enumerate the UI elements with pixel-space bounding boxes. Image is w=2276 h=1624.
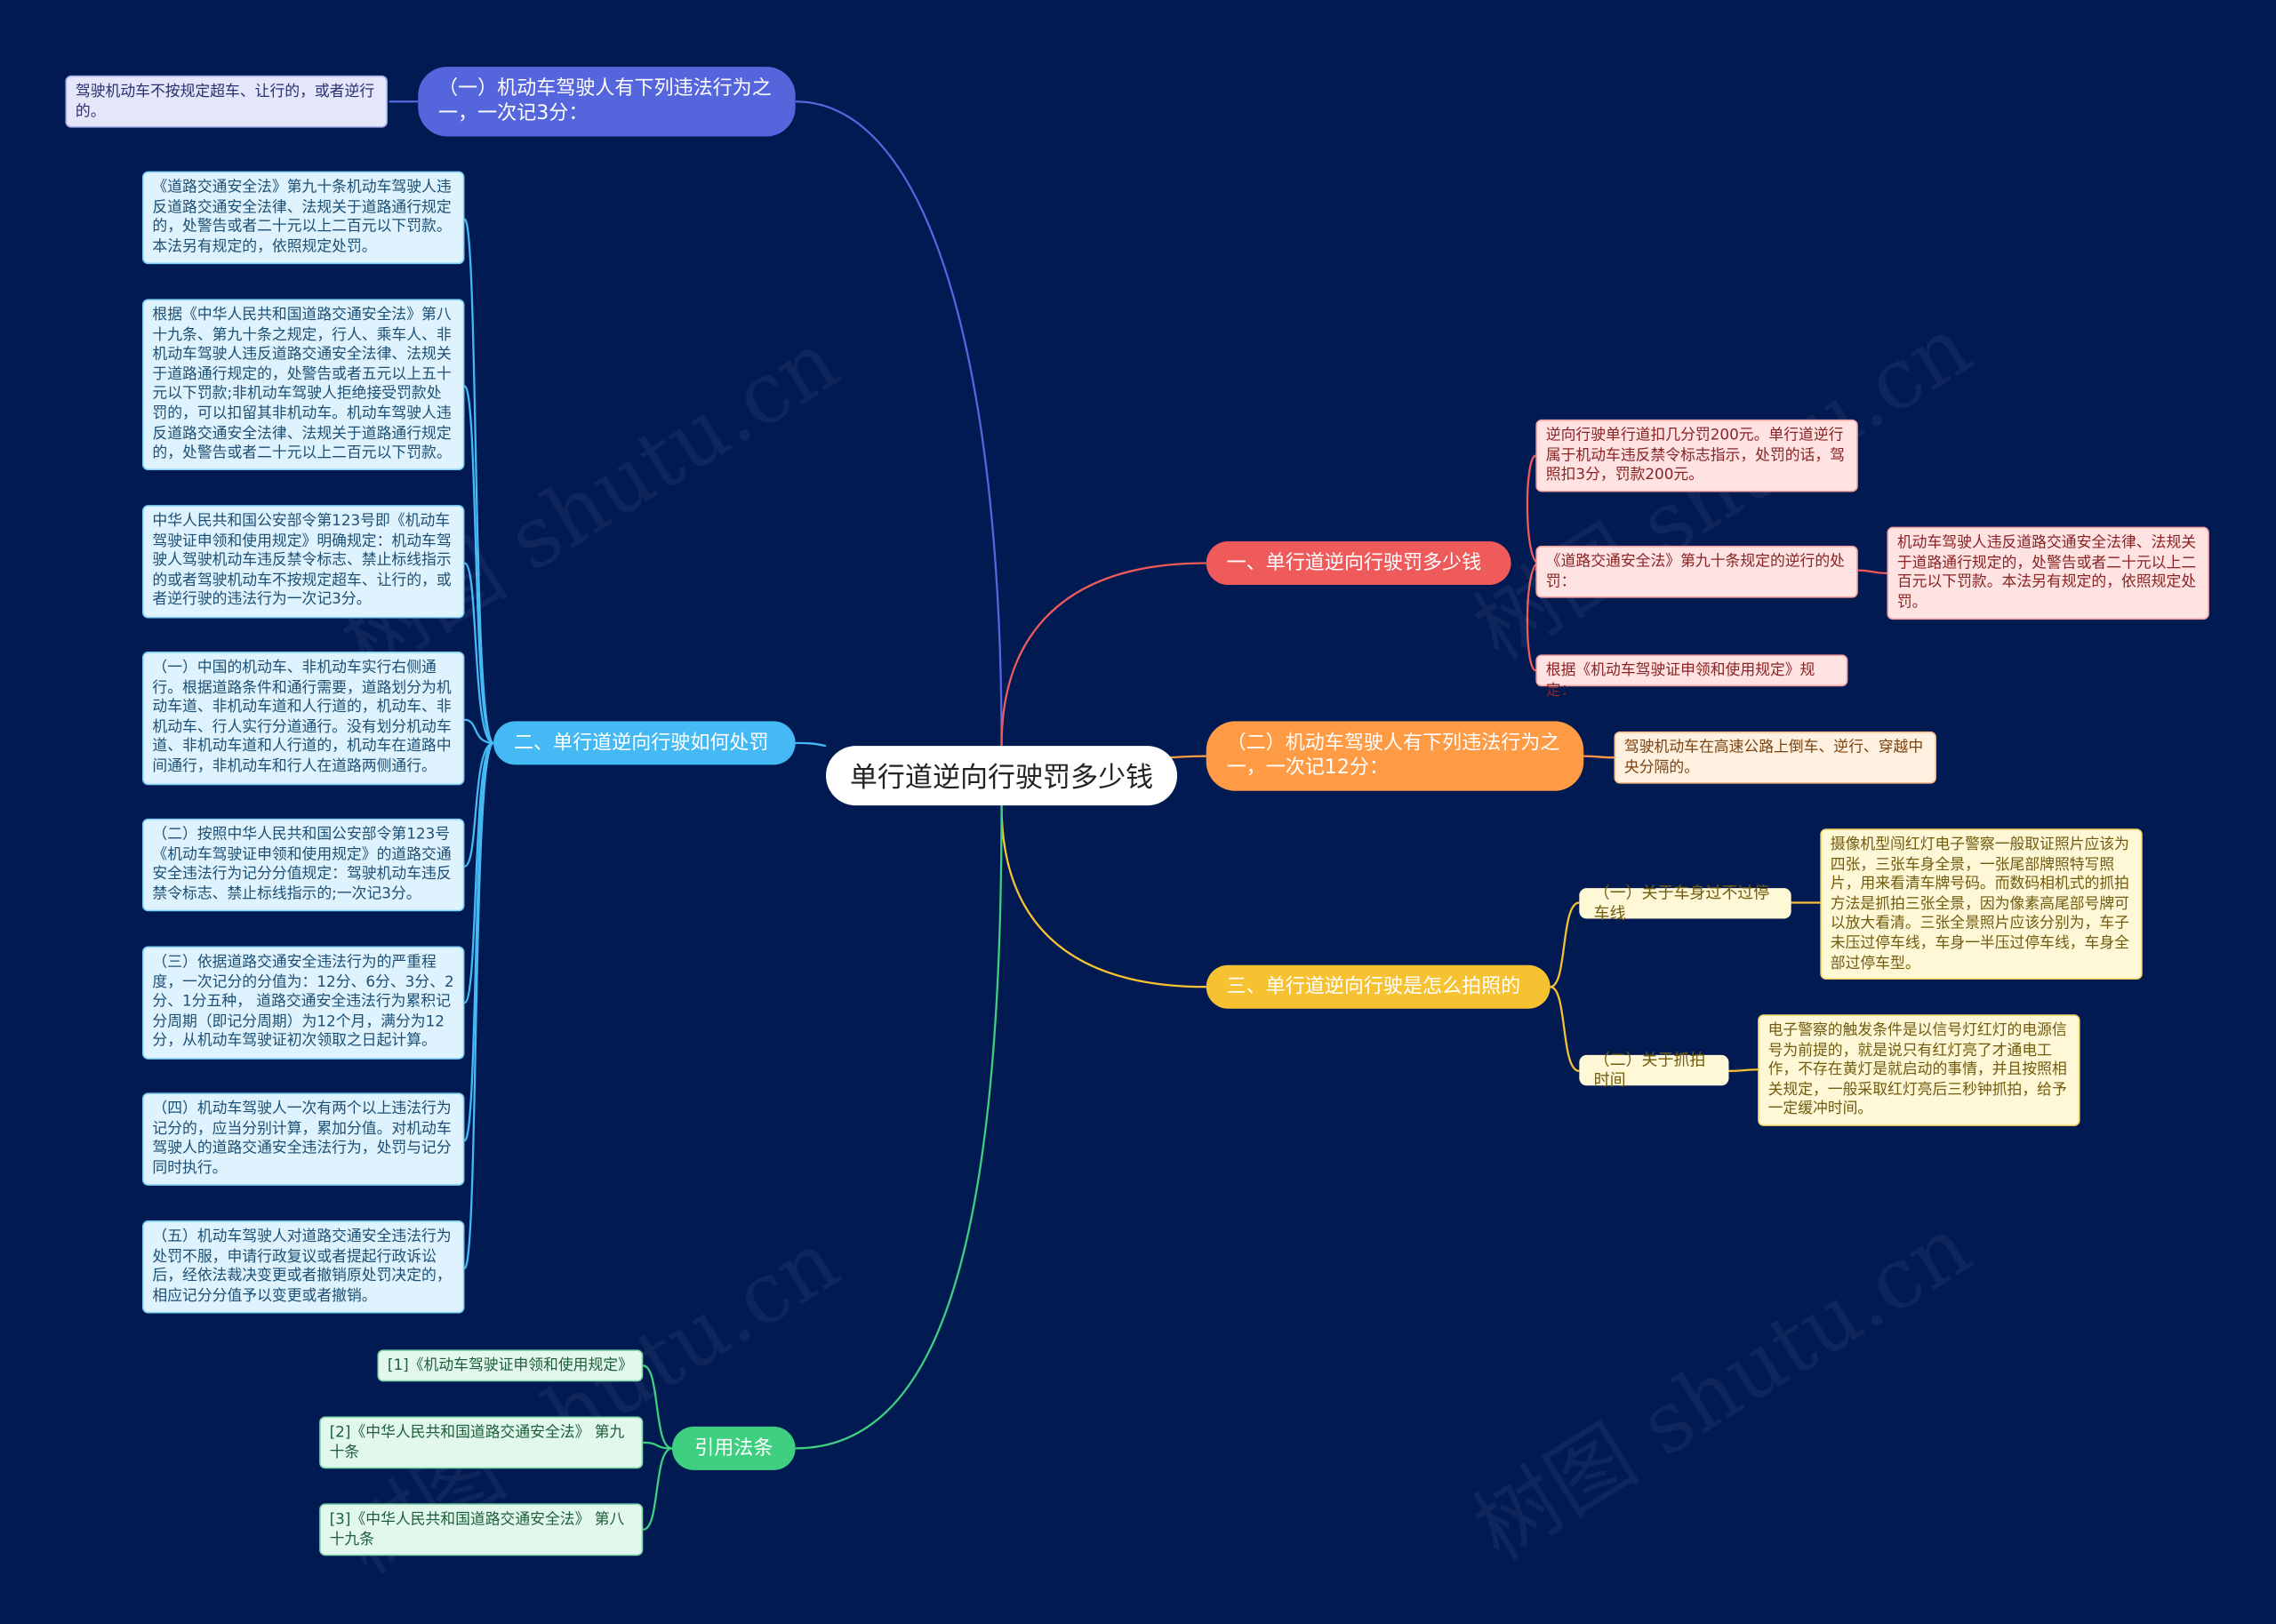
green-leaf-1[interactable]: [1]《机动车驾驶证申领和使用规定》 [377, 1349, 644, 1382]
root-topic[interactable]: 单行道逆向行驶罚多少钱 [825, 746, 1178, 806]
blue-leaf-2[interactable]: 根据《中华人民共和国道路交通安全法》第八十九条、第九十条之规定，行人、乘车人、非… [141, 299, 465, 470]
blue-leaf-7[interactable]: （四）机动车驾驶人一次有两个以上违法行为记分的，应当分别计算，累加分值。对机动车… [141, 1092, 465, 1186]
branch-cited-laws[interactable]: 引用法条 [671, 1426, 796, 1470]
connector-blue-l4 [464, 718, 494, 745]
branch-fine-amount[interactable]: 一、单行道逆向行驶罚多少钱 [1206, 540, 1511, 585]
connector-orange-leaf [1583, 755, 1615, 759]
blue-leaf-3[interactable]: 中华人民共和国公安部令第123号即《机动车驾驶证申领和使用规定》明确规定：机动车… [141, 505, 465, 619]
connector-root-lav [795, 100, 1003, 747]
sub-capture-time[interactable]: （二）关于抓拍时间 [1579, 1050, 1729, 1089]
blue-leaf-8[interactable]: （五）机动车驾驶人对道路交通安全违法行为处罚不服，申请行政复议或者提起行政诉讼后… [141, 1220, 465, 1314]
blue-leaf-4[interactable]: （一）中国的机动车、非机动车实行右侧通行。根据道路条件和通行需要，道路划分为机动… [141, 652, 465, 786]
connector-red-item3 [1526, 562, 1540, 672]
red-item-1[interactable]: 逆向行驶单行道扣几分罚200元。单行道逆行属于机动车违反禁令标志指示，处罚的话，… [1535, 419, 1858, 492]
red-detail[interactable]: 机动车驾驶人违反道路交通安全法律、法规关于道路通行规定的，处警告或者二十元以上二… [1887, 526, 2209, 620]
connector-blue-l1 [463, 218, 495, 745]
connector-root-red [1000, 562, 1206, 747]
connector-yellow-sub2 [1550, 986, 1580, 1073]
connector-yellow-sub1 [1550, 901, 1580, 988]
connector-root-blue [795, 741, 827, 748]
leaf-capture-time[interactable]: 电子警察的触发条件是以信号灯红灯的电源信号为前提的，就是说只有红灯亮了才通电工作… [1758, 1014, 2080, 1126]
connector-blue-l3 [463, 562, 494, 745]
red-item-2[interactable]: 《道路交通安全法》第九十条规定的逆行的处罚： [1535, 545, 1858, 598]
connector-red-detail [1857, 569, 1887, 575]
green-leaf-3[interactable]: [3]《中华人民共和国道路交通安全法》 第八十九条 [319, 1503, 644, 1556]
connector-blue-l6 [463, 741, 494, 1004]
connector-blue-l8 [463, 741, 495, 1270]
connector-root-green [795, 805, 1003, 1450]
branch-photo-capture[interactable]: 三、单行道逆向行驶是怎么拍照的 [1206, 964, 1551, 1009]
branch-how-to-punish[interactable]: 二、单行道逆向行驶如何处罚 [493, 721, 796, 765]
connector-yellow-sub2-leaf [1728, 1068, 1759, 1073]
blue-leaf-5[interactable]: （二）按照中华人民共和国公安部令第123号《机动车驾驶证申领和使用规定》的道路交… [141, 818, 465, 912]
leaf-record-3-points[interactable]: 驾驶机动车不按规定超车、让行的，或者逆行的。 [65, 75, 388, 128]
connector-green-l3 [642, 1447, 673, 1531]
blue-leaf-1[interactable]: 《道路交通安全法》第九十条机动车驾驶人违反道路交通安全法律、法规关于道路通行规定… [141, 171, 465, 265]
green-leaf-2[interactable]: [2]《中华人民共和国道路交通安全法》 第九十条 [319, 1416, 644, 1469]
leaf-record-12-points[interactable]: 驾驶机动车在高速公路上倒车、逆行、穿越中央分隔的。 [1614, 731, 1936, 784]
connector-blue-l2 [463, 385, 495, 745]
leaf-stop-line[interactable]: 摄像机型闯红灯电子警察一般取证照片应该为四张，三张车身全景，一张尾部牌照特写照片… [1820, 828, 2143, 980]
connector-red-item1 [1526, 454, 1540, 564]
connector-root-yellow [1000, 805, 1206, 988]
connector-blue-l5 [463, 741, 494, 868]
red-item-3[interactable]: 根据《机动车驾驶证申领和使用规定》规定： [1535, 654, 1848, 699]
connector-blue-l7 [463, 741, 495, 1142]
sub-stop-line[interactable]: （一）关于车身过不过停车线 [1579, 883, 1791, 923]
connector-green-l1 [642, 1364, 673, 1450]
connector-green-l2 [643, 1441, 672, 1450]
branch-record-3-points[interactable]: （一）机动车驾驶人有下列违法行为之一，一次记3分： [418, 67, 796, 137]
branch-record-12-points[interactable]: （二）机动车驾驶人有下列违法行为之一，一次记12分： [1206, 721, 1584, 791]
blue-leaf-6[interactable]: （三）依据道路交通安全违法行为的严重程度，一次记分的分值为：12分、6分、3分、… [141, 946, 465, 1060]
